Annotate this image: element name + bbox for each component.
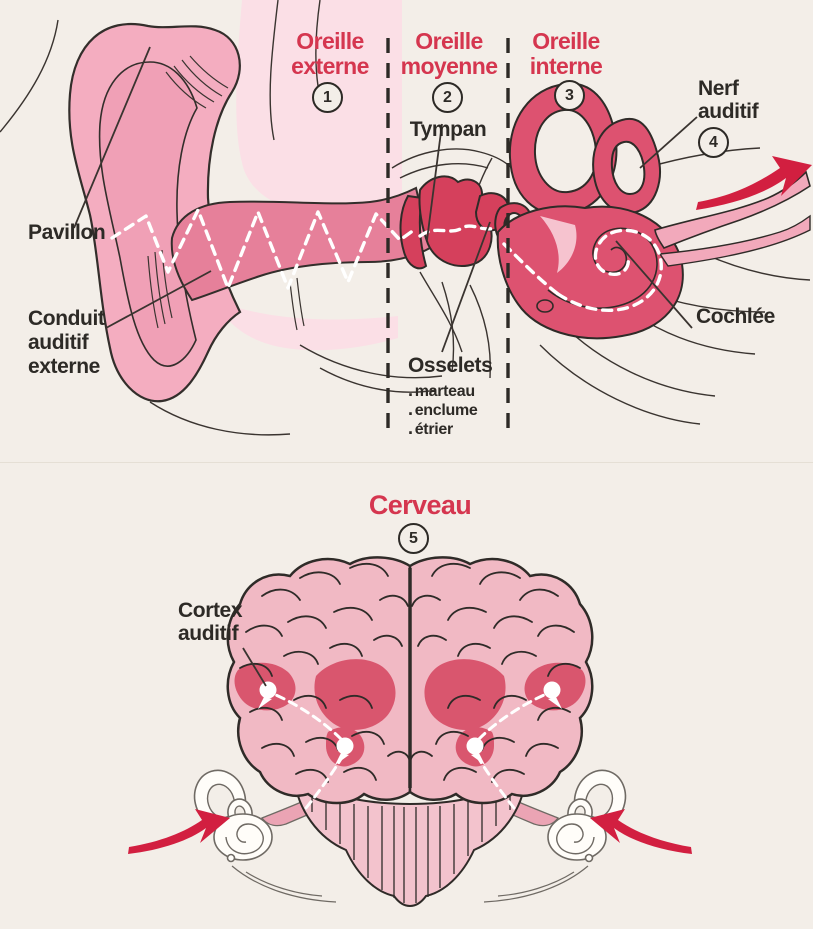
osselets-block: Osselets .marteau .enclume .étrier	[408, 354, 493, 439]
nerf-pointer	[639, 116, 698, 169]
tympan-pointer	[426, 123, 443, 241]
section-divider	[0, 462, 813, 463]
ear-illustration	[0, 0, 812, 436]
tympan-label: Tympan	[409, 118, 487, 141]
pavillon-pointer	[73, 46, 151, 229]
osselet-item-etrier: .étrier	[408, 418, 453, 438]
zone-label-oreille-interne: Oreille interne	[529, 28, 603, 79]
bullet-icon: .	[408, 418, 413, 438]
bullet-icon: .	[408, 399, 413, 419]
nerf-number-4: 4	[698, 127, 729, 158]
cerebellum-striations	[311, 786, 511, 903]
cerveau-title: Cerveau	[368, 490, 472, 520]
bullet-icon: .	[408, 380, 413, 400]
pointer-lines	[73, 46, 698, 353]
nerve-arrow-icon	[696, 156, 812, 210]
osselet-item-enclume: .enclume	[408, 399, 478, 419]
right-hemisphere-group	[408, 555, 594, 810]
ear-canal-shape	[170, 186, 432, 302]
zone-label-oreille-moyenne: Oreille moyenne	[400, 28, 498, 79]
osselets-title: Osselets	[408, 354, 493, 377]
cochlea-spiral-lines	[547, 227, 658, 309]
zone-label-oreille-externe: Oreille externe	[291, 28, 369, 79]
brain-illustration	[127, 555, 693, 908]
left-hemisphere-group	[226, 555, 412, 810]
pavillon-label: Pavillon	[28, 221, 106, 244]
cerveau-number-5: 5	[398, 523, 429, 554]
zone-number-2: 2	[432, 82, 463, 113]
cerebellum-shape	[292, 776, 528, 908]
nerf-auditif-label: Nerf auditif	[698, 77, 759, 123]
cochlee-pointer	[615, 240, 693, 329]
cortex-pointer	[242, 647, 267, 687]
osselets-pointer	[441, 221, 491, 353]
auditory-nerve-shape	[654, 156, 812, 267]
zone-number-3: 3	[554, 80, 585, 111]
cochlee-label: Cochlée	[696, 305, 775, 328]
conduit-label: Conduit auditif externe	[28, 307, 105, 378]
osselet-item-marteau: .marteau	[408, 380, 475, 400]
cortex-auditif-label: Cortex auditif	[178, 599, 243, 645]
conduit-pointer	[105, 270, 212, 329]
zone-number-1: 1	[312, 82, 343, 113]
pinna-shape	[68, 22, 305, 403]
